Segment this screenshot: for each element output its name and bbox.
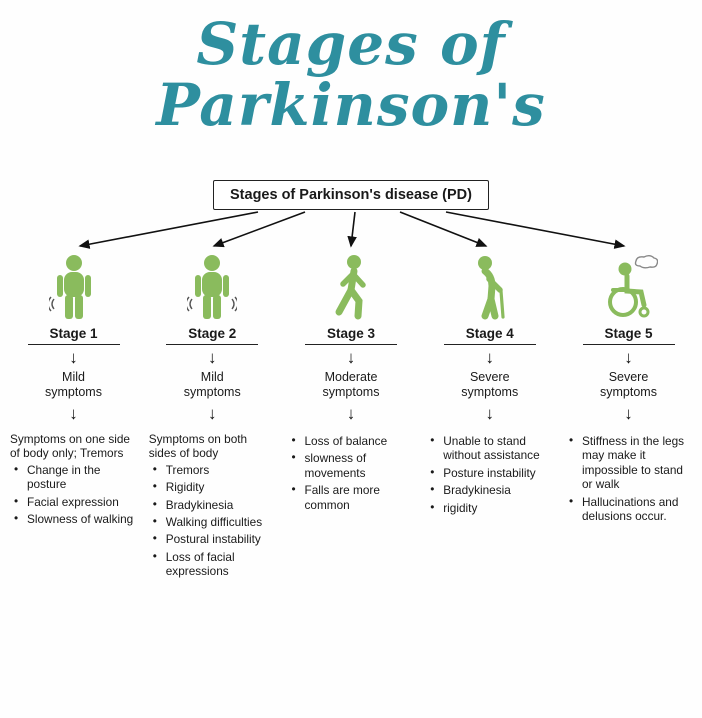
list-item: Rigidity: [153, 479, 278, 494]
stage-2-column: Stage 2 ↓ Mild symptoms ↓ Symptoms on bo…: [147, 250, 278, 582]
list-item: Stiffness in the legs may make it imposs…: [569, 433, 694, 492]
stage-5-bullet-list: Stiffness in the legs may make it imposs…: [563, 433, 694, 524]
stage-1-symptoms: Symptoms on one side of body only; Tremo…: [8, 432, 139, 529]
stage-5-symptoms: Stiffness in the legs may make it imposs…: [563, 432, 694, 526]
stages-row: Stage 1 ↓ Mild symptoms ↓ Symptoms on on…: [0, 250, 702, 582]
down-arrow: ↓: [69, 404, 78, 424]
down-arrow: ↓: [624, 347, 633, 367]
stage-5-underline: [582, 343, 675, 345]
list-item: Bradykinesia: [430, 482, 555, 497]
stage-2-intro: Symptoms on both sides of body: [148, 432, 248, 461]
stage-3-bullet-list: Loss of balance slowness of movements Fa…: [286, 433, 417, 512]
stage-1-underline: [27, 343, 120, 345]
stage-3-symptoms: Loss of balance slowness of movements Fa…: [286, 432, 417, 515]
stage-4-underline: [443, 343, 536, 345]
list-item: Tremors: [153, 462, 278, 477]
stage-2-severity: Mild symptoms: [183, 369, 241, 400]
list-item: Walking difficulties: [153, 514, 278, 529]
stage-2-underline: [166, 343, 259, 345]
list-item: Unable to stand without assistance: [430, 433, 555, 463]
stage-4-bullet-list: Unable to stand without assistance Postu…: [424, 433, 555, 515]
list-item: Bradykinesia: [153, 497, 278, 512]
down-arrow: ↓: [346, 404, 356, 424]
list-item: Posture instability: [430, 465, 555, 480]
stage-3-underline: [305, 343, 397, 345]
stage-5-severity: Severe symptoms: [600, 369, 657, 400]
list-item: Falls are more common: [292, 482, 417, 512]
stage-3-label: Stage 3: [326, 325, 376, 341]
down-arrow: ↓: [208, 404, 217, 424]
stage-1-intro: Symptoms on one side of body only; Tremo…: [10, 432, 130, 461]
stage-4-column: Stage 4 ↓ Severe symptoms ↓ Unable to st…: [424, 250, 555, 582]
down-arrow: ↓: [624, 404, 633, 424]
list-item: Slowness of walking: [14, 511, 139, 526]
down-arrow: ↓: [485, 347, 495, 367]
down-arrow: ↓: [69, 347, 78, 367]
stage-2-bullet-list: Tremors Rigidity Bradykinesia Walking di…: [147, 462, 278, 579]
list-item: Loss of facial expressions: [153, 549, 278, 579]
stage-1-severity: Mild symptoms: [45, 369, 102, 400]
down-arrow: ↓: [485, 404, 495, 424]
stage-1-column: Stage 1 ↓ Mild symptoms ↓ Symptoms on on…: [8, 250, 139, 582]
person-wheelchair-icon: [600, 250, 658, 320]
person-standing-tremor-left-icon: [48, 250, 99, 320]
stage-4-label: Stage 4: [465, 325, 514, 341]
list-item: rigidity: [430, 500, 555, 515]
stage-2-label: Stage 2: [188, 325, 237, 341]
list-item: Loss of balance: [292, 433, 417, 448]
stage-4-symptoms: Unable to stand without assistance Postu…: [424, 432, 555, 518]
list-item: slowness of movements: [292, 450, 417, 480]
stage-4-severity: Severe symptoms: [461, 369, 519, 400]
stage-3-column: Stage 3 ↓ Moderate symptoms ↓ Loss of ba…: [286, 250, 417, 582]
person-with-cane-icon: [465, 250, 515, 320]
fan-arrows: [78, 210, 626, 249]
stage-5-label: Stage 5: [604, 325, 653, 341]
stage-2-symptoms: Symptoms on both sides of body Tremors R…: [147, 432, 278, 582]
stage-1-label: Stage 1: [49, 325, 98, 341]
stage-1-bullet-list: Change in the posture Facial expression …: [8, 462, 139, 527]
person-walking-icon: [326, 250, 376, 320]
down-arrow: ↓: [346, 347, 356, 367]
stage-5-column: Stage 5 ↓ Severe symptoms ↓ Stiffness in…: [563, 250, 694, 582]
list-item: Postural instability: [153, 531, 278, 546]
page-title: Stages of Parkinson's: [156, 10, 546, 139]
list-item: Facial expression: [14, 494, 139, 509]
list-item: Hallucinations and delusions occur.: [569, 494, 694, 524]
diagram-header-box: Stages of Parkinson's disease (PD): [213, 179, 489, 210]
down-arrow: ↓: [208, 347, 217, 367]
list-item: Change in the posture: [14, 462, 139, 492]
person-standing-tremor-both-icon: [187, 250, 238, 320]
stage-3-severity: Moderate symptoms: [322, 369, 380, 400]
